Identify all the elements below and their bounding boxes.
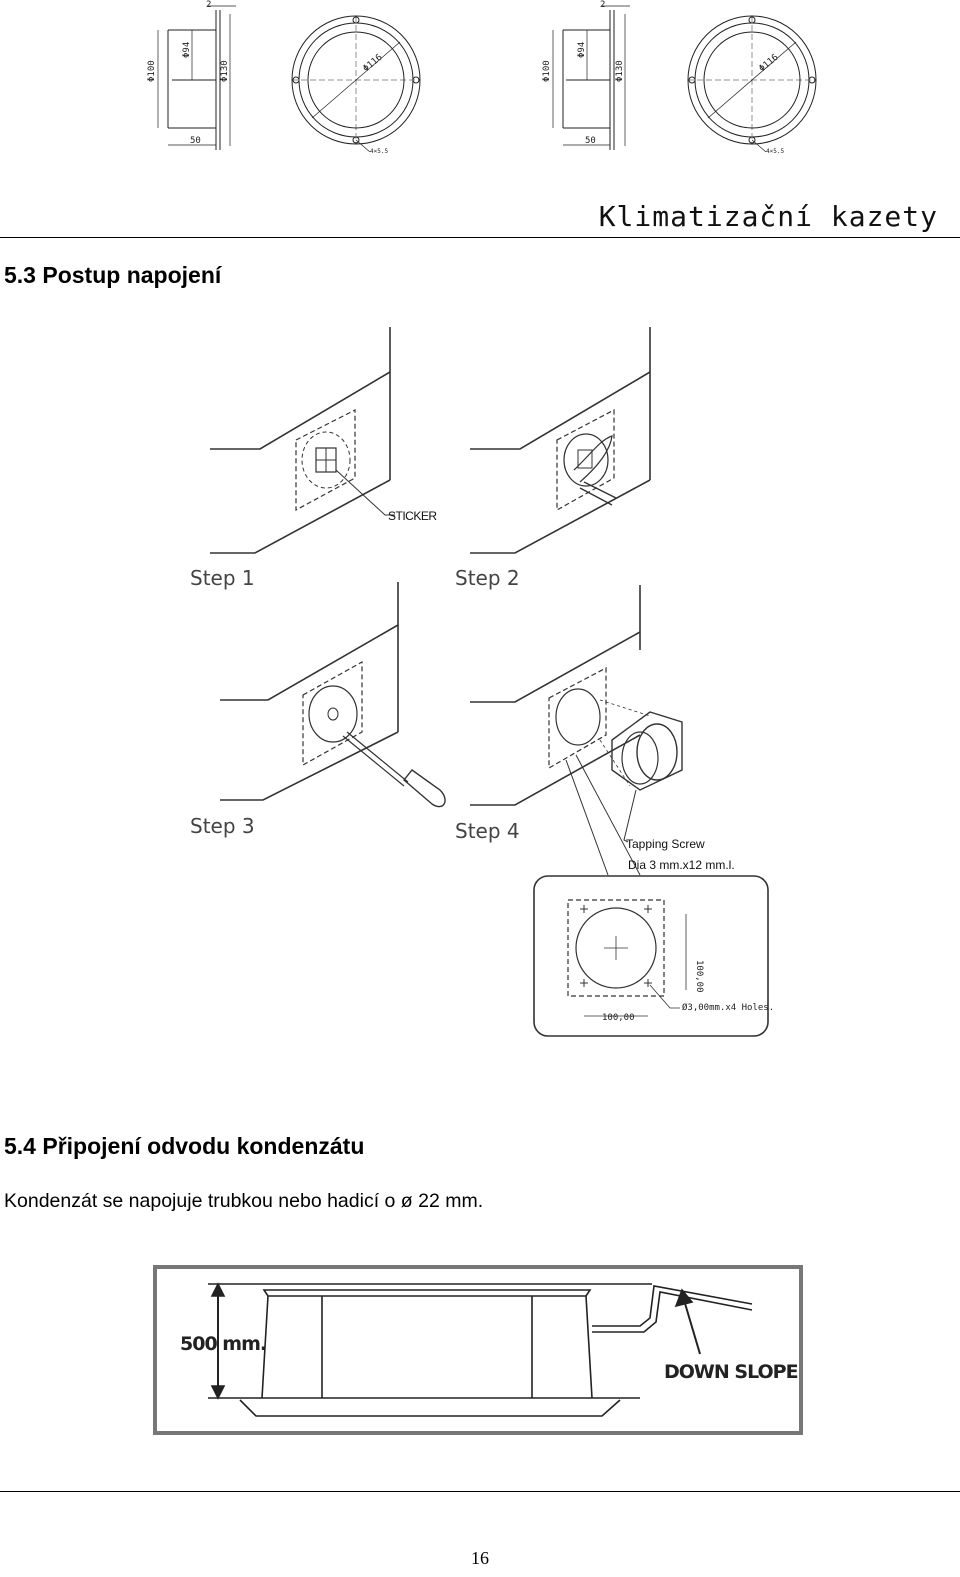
dim-d3-left: Φ130: [220, 60, 230, 82]
dim-base-right: 50: [585, 136, 596, 146]
dim-hole-right: 4×5.5: [766, 148, 784, 155]
header-divider: [0, 237, 960, 238]
flange-side-view-right: [552, 5, 630, 150]
tapping-screw-label: Tapping Screw: [626, 837, 705, 851]
flange-front-view-right: [687, 15, 817, 153]
dim-rim-right: 2: [600, 0, 605, 10]
step3-label: Step 3: [190, 814, 255, 838]
step4-label: Step 4: [455, 819, 520, 843]
flange-drawings: Φ100 Φ94 Φ130 50 2 Φ116 4×5.5 Φ100 Φ94 Φ…: [147, 0, 817, 155]
dim-base-left: 50: [190, 136, 201, 146]
installation-steps-figure: STICKER Step 1 Step 2 Step 3: [190, 327, 774, 1037]
dim-d2-right: Φ94: [577, 42, 587, 58]
hole-detail-box: [533, 875, 769, 1037]
step3-panel: [220, 582, 446, 808]
screw-spec-label: Dia 3 mm.x12 mm.l.: [628, 858, 735, 872]
drain-height-label: 500 mm.: [180, 1333, 266, 1355]
dim-rim-left: 2: [206, 0, 211, 10]
step1-label: Step 1: [190, 566, 255, 590]
condensate-description: Kondenzát se napojuje trubkou nebo hadic…: [4, 1190, 484, 1212]
down-slope-label: DOWN SLOPE: [664, 1361, 798, 1383]
detail-holes-label: Ø3,00mm.x4 Holes.: [682, 1002, 774, 1013]
dim-hole-left: 4×5.5: [370, 148, 388, 155]
step4-panel: [470, 585, 683, 876]
page-number: 16: [471, 1548, 489, 1568]
cassette-unit-drawing: [208, 1282, 753, 1417]
section-title-connection: 5.3 Postup napojení: [4, 262, 222, 288]
section-title-condensate: 5.4 Připojení odvodu kondenzátu: [4, 1133, 365, 1159]
dim-d3-right: Φ130: [615, 60, 625, 82]
dim-d2-left: Φ94: [182, 42, 192, 58]
step1-panel: [210, 327, 395, 554]
detail-dim-horizontal: 100,00: [602, 1013, 635, 1023]
step2-panel: [470, 327, 651, 554]
step2-label: Step 2: [455, 566, 520, 590]
sticker-label: STICKER: [388, 509, 437, 523]
document-header-title: Klimatizační kazety: [598, 200, 938, 233]
dim-d1-right: Φ100: [542, 60, 552, 82]
flange-side-view-left: [157, 5, 236, 150]
detail-dim-vertical: 100,00: [694, 960, 704, 993]
drain-figure-frame: [153, 1265, 803, 1435]
footer-divider: [0, 1491, 960, 1492]
flange-front-view-left: [291, 15, 421, 153]
dim-d1-left: Φ100: [147, 60, 157, 82]
